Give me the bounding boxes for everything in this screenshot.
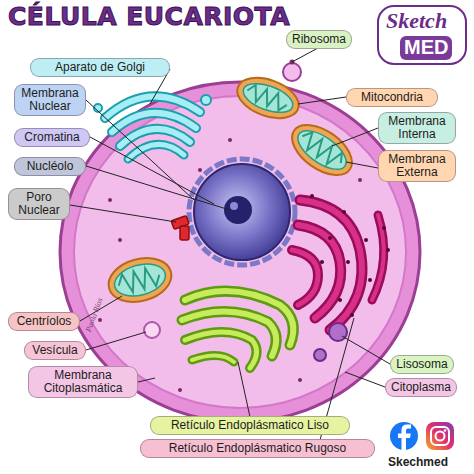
label-text: Vesícula	[29, 344, 81, 357]
label-text: Mitocondria	[351, 91, 433, 104]
callout-label: Retículo Endoplásmatico Liso	[150, 416, 350, 435]
vesicles	[144, 322, 347, 361]
callout-label: Membrana Externa	[378, 150, 456, 182]
smooth-endoplasmic-reticulum	[182, 291, 293, 368]
label-text: Aparato de Golgi	[35, 61, 165, 74]
callout-label: Membrana Interna	[378, 112, 456, 144]
callout-label: Ribosoma	[286, 30, 352, 49]
label-text: Poro Nuclear	[13, 191, 65, 217]
callout-label: Retículo Endoplásmatico Rugoso	[140, 439, 375, 458]
social-icons	[390, 422, 454, 450]
label-text: Lisosoma	[395, 358, 449, 371]
label-text: Membrana Externa	[383, 153, 451, 179]
label-text: Nucléolo	[19, 160, 81, 173]
ribosomes	[98, 60, 362, 393]
label-text: Membrana Citoplasmática	[33, 369, 133, 395]
callout-label: Centríolos	[8, 312, 80, 331]
callout-label: Citoplasma	[385, 378, 457, 397]
logo-badge	[378, 6, 466, 64]
callout-label: Mitocondria	[346, 88, 438, 107]
callout-label: Membrana Nuclear	[14, 84, 86, 116]
label-text: Citoplasma	[390, 381, 452, 394]
label-text: Retículo Endoplásmatico Liso	[155, 419, 345, 432]
label-text: Cromatina	[19, 131, 85, 144]
callout-label: Nucléolo	[14, 157, 86, 176]
centriole	[171, 216, 189, 240]
golgi-apparatus	[94, 95, 211, 159]
callout-label: Lisosoma	[390, 355, 454, 374]
callout-label: Membrana Citoplasmática	[28, 366, 138, 398]
rough-endoplasmic-reticulum	[292, 194, 390, 330]
diagram-title: CÉLULA EUCARIOTA	[8, 2, 290, 31]
brand-name: Skechmed	[388, 455, 448, 469]
nucleus	[189, 159, 295, 265]
logo-text: MED	[404, 36, 448, 59]
label-text: Retículo Endoplásmatico Rugoso	[145, 442, 370, 455]
logo-text: Sketch	[386, 8, 447, 34]
callout-label: Cromatina	[14, 128, 90, 147]
label-text: Ribosoma	[291, 33, 347, 46]
callout-label: Poro Nuclear	[8, 188, 70, 220]
label-text: Membrana Nuclear	[19, 87, 81, 113]
callout-label: Aparato de Golgi	[30, 58, 170, 77]
mitochondria	[104, 70, 361, 308]
label-text: Centríolos	[13, 315, 75, 328]
callout-label: Vesícula	[24, 341, 86, 360]
label-text: Membrana Interna	[383, 115, 451, 141]
